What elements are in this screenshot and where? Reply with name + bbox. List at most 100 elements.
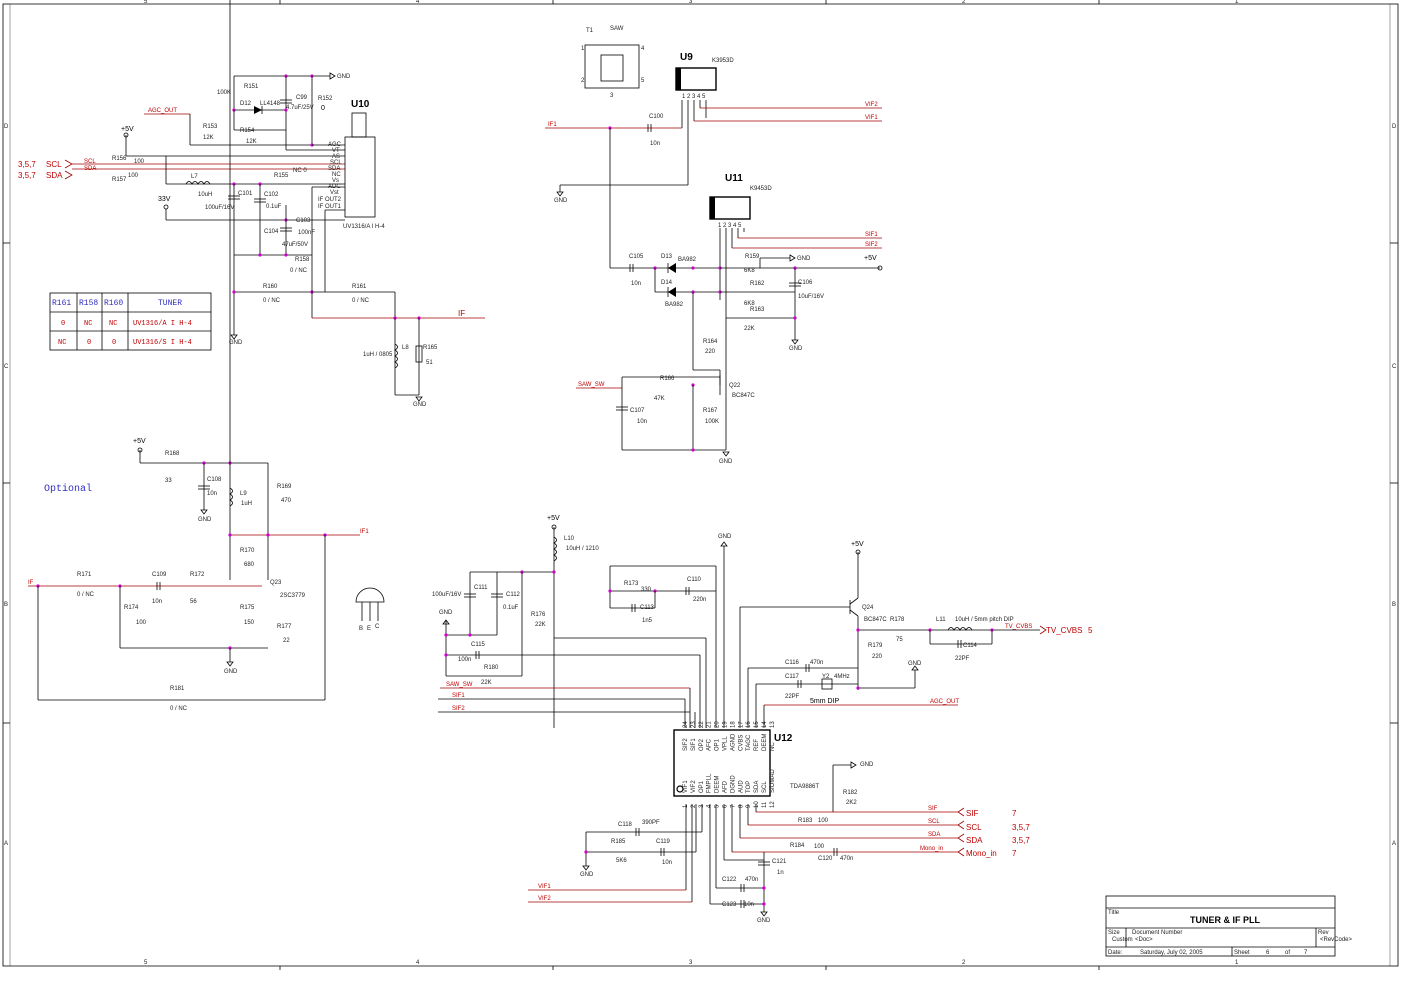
col-label-3: 3 [689,0,693,5]
title-label: Title [1108,910,1120,916]
c106-val: 10uF/16V [798,294,824,300]
tv-cvbs-label: TV_CVBS [1046,626,1082,635]
tv-cvbs-ref: 5 [1088,626,1093,635]
row-label-a: A [4,841,8,847]
c107-ref: C107 [630,408,645,414]
c114-val: 22PF [955,656,970,662]
u12-pin-number: 7 [730,804,736,808]
u12-pin-number: 12 [770,801,776,808]
gnd-label: GND [224,669,238,675]
r162-val: 6K8 [744,301,755,307]
u10-pin: VT [332,148,340,154]
u12-pin-label: SIOMAD [770,769,776,793]
sheet-title: TUNER & IF PLL [1190,915,1260,925]
c99-val: 4.7uF/25V [286,105,314,111]
c104-val: 47uF/50V [282,242,308,248]
r173-val: 330 [641,587,652,593]
u10-pin: IF OUT1 [318,204,342,210]
table-cell: 0 [112,339,116,347]
sda-out-label: SDA [966,836,983,845]
r168-ref: R168 [165,451,180,457]
c117-ref: C117 [785,674,800,680]
table-header-r161: R161 [52,299,71,308]
svg-text:1: 1 [581,46,585,52]
c113-val: 1n5 [642,618,653,624]
r167-val: 100K [705,419,719,425]
u12-pin-label: AFD [723,780,729,793]
u12-pin-number: 24 [683,721,689,728]
u12-pin-number: 19 [723,721,729,728]
sheet-border: 5 4 3 2 1 5 4 3 2 1 D C B A D C B A [2,0,1399,970]
u12-pin-label: DEEM [762,734,768,751]
u12-pin-number: 22 [699,721,705,728]
r151-val: 100K [217,90,231,96]
r180-ref: R180 [484,665,499,671]
p5v-label: +5V [133,438,146,445]
c105-val: 10n [631,281,641,287]
c102-ref: C102 [264,192,279,198]
c108-ref: C108 [207,477,222,483]
docnum-value: <Doc> [1135,937,1153,943]
r154-val: 12K [246,139,257,145]
c103-val: 100nF [298,230,315,236]
u12-pin-label: SIF2 [683,738,689,751]
c112-ref: C112 [506,592,521,598]
u12-pin-number: 23 [691,721,697,728]
u12-body [673,729,771,797]
u10-pin: ADC [328,184,341,190]
r184-ref: R184 [790,843,805,849]
r166-val: 47K [654,396,665,402]
scl-ref: 3,5,7 [18,160,36,169]
svg-text:4: 4 [641,46,645,52]
u12-pin-number: 5 [715,804,721,808]
u10-pin: AGC [328,142,342,148]
r152-val: 0 [321,105,325,112]
l9-ref: L9 [240,491,247,497]
gnd-label: GND [554,198,568,204]
r182-ref: R182 [843,790,858,796]
u10-pin: IF OUT2 [318,197,342,203]
r176-val: 22K [535,622,546,628]
net-scl: SCL [84,159,96,165]
u10-pin: SCL [330,160,342,166]
c116-ref: C116 [785,660,800,666]
col-label-4-bottom: 4 [416,960,420,966]
tuner-config-table: R161 R158 R160 TUNER 0 NC NC UV1316/A I … [49,292,212,351]
table-cell: 0 [87,339,91,347]
l11-ref: L11 [936,617,946,623]
q24-ref: Q24 [862,605,874,611]
r165-val: 51 [426,360,433,366]
u9-pins: 1 2 3 4 5 [682,94,706,100]
u12-pin-label: AUD [738,780,744,793]
net-if1b: IF1 [360,529,369,535]
u12-pin-label: OP1 [699,780,705,793]
r163-val: 22K [744,326,755,332]
docnum-label: Document Number [1132,930,1182,936]
sda-ref: 3,5,7 [18,171,36,180]
col-label-1-bottom: 1 [1235,960,1239,966]
u10-ref: U10 [351,99,370,110]
net-sif2b: SIF2 [452,706,465,712]
table-header-r160: R160 [104,299,123,308]
q22-ref: Q22 [729,383,741,389]
gnd-label: GND [719,459,733,465]
y2-val: 4MHz [834,674,850,680]
u12-pin-number: 13 [770,721,776,728]
scl-label: SCL [46,160,62,169]
r185-val: 5K6 [616,858,627,864]
row-label-b-right: B [1392,602,1396,608]
pin-b: B [359,626,363,632]
sda-label: SDA [46,171,63,180]
u12-pin-number: 8 [738,804,744,808]
net-saw-sw: SAW_SW [578,382,605,388]
u9-ref: U9 [680,52,693,63]
r161-ref: R161 [352,284,367,290]
c113-ref: C113 [640,605,655,611]
r181-ref: R181 [170,686,185,692]
col-label-5-bottom: 5 [144,960,148,966]
u12-pin-label: SDA [754,781,760,793]
of-value: 7 [1304,950,1308,956]
u12-pin-label: AFC [707,738,713,751]
l10-val: 10uH / 1210 [566,546,599,552]
c112-val: 0.1uF [503,605,519,611]
